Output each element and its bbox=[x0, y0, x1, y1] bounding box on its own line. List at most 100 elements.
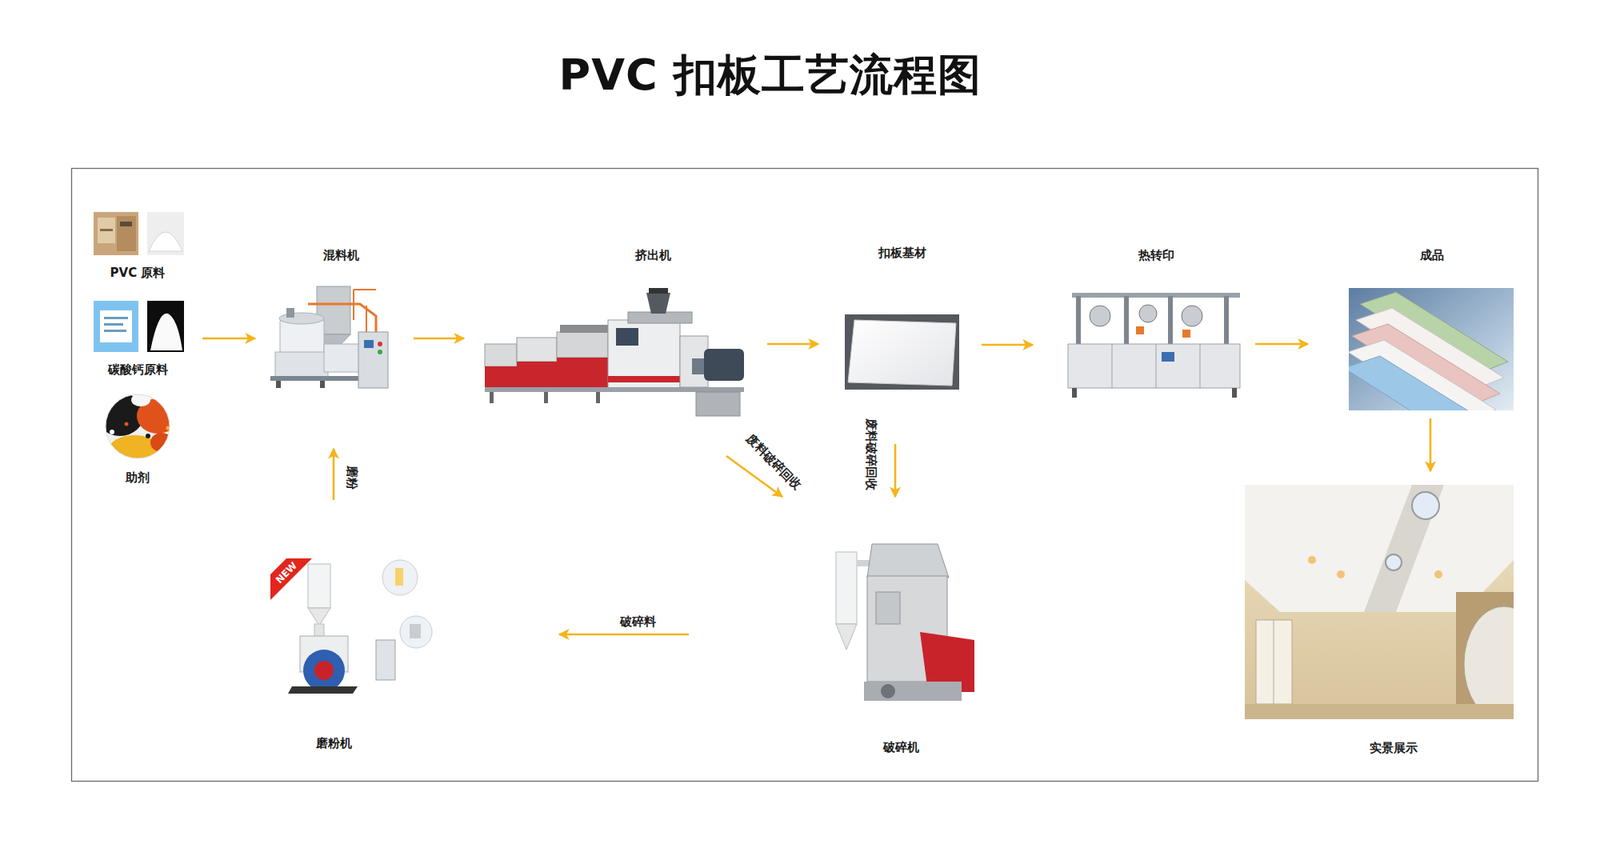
grinder-machine bbox=[395, 568, 404, 586]
pvc-material-photo bbox=[97, 217, 116, 244]
edge-label: 废料破碎回收 bbox=[742, 431, 804, 493]
machine-label: 破碎机 bbox=[883, 740, 920, 756]
mixer-machine bbox=[324, 344, 363, 372]
pvc-material-photo bbox=[93, 212, 184, 256]
extruder-line bbox=[484, 288, 744, 416]
extruder-line bbox=[484, 344, 517, 367]
extruder-line bbox=[516, 337, 557, 362]
heat-transfer-machine bbox=[1224, 296, 1229, 346]
calcium-carbonate-photo bbox=[93, 300, 139, 352]
machine-label: 实景展示 bbox=[1369, 740, 1418, 756]
heat-transfer-machine bbox=[1156, 344, 1157, 388]
extruder-line bbox=[646, 292, 671, 314]
crusher-machine bbox=[864, 681, 962, 701]
additive-granules-photo bbox=[131, 393, 151, 407]
flow-arrow bbox=[559, 633, 689, 636]
heat-transfer-machine bbox=[1136, 326, 1144, 335]
finished-panels-photo bbox=[1344, 288, 1514, 440]
machine-label: 磨粉机 bbox=[316, 736, 352, 752]
extruder-line bbox=[608, 320, 680, 388]
flow-arrow bbox=[413, 337, 464, 340]
heat-transfer-machine bbox=[1182, 329, 1191, 338]
additive-granules-photo bbox=[124, 422, 129, 427]
crusher-machine bbox=[867, 544, 949, 578]
machine-label: 助剂 bbox=[125, 470, 150, 486]
extruder-line bbox=[489, 392, 494, 404]
crusher-machine bbox=[836, 544, 975, 701]
crusher-machine bbox=[880, 684, 896, 699]
calcium-carbonate-photo bbox=[150, 313, 183, 351]
panel-base-photo bbox=[844, 314, 960, 390]
grinder-machine bbox=[270, 558, 432, 694]
extruder-line bbox=[608, 376, 680, 383]
calcium-carbonate-photo bbox=[104, 329, 127, 332]
flow-arrow bbox=[202, 337, 256, 340]
flow-arrow bbox=[1255, 343, 1308, 346]
installed-ceiling-photo bbox=[1244, 484, 1544, 722]
additive-granules-photo bbox=[145, 433, 151, 439]
grinder-machine bbox=[376, 640, 396, 680]
machine-node: 破碎机 bbox=[688, 496, 984, 764]
heat-transfer-machine bbox=[1089, 305, 1111, 327]
diagram-title: PVC 扣板工艺流程图 bbox=[559, 46, 983, 105]
machine-label: 挤出机 bbox=[635, 248, 672, 264]
grinder-machine bbox=[308, 564, 331, 608]
extruder-line bbox=[704, 348, 744, 381]
mixer-machine bbox=[279, 312, 324, 324]
installed-ceiling-photo bbox=[1434, 570, 1443, 579]
extruder-line bbox=[516, 361, 557, 388]
extruder-line bbox=[484, 366, 517, 388]
grinder-machine bbox=[314, 660, 334, 680]
edge-label: 破碎料 bbox=[620, 614, 656, 630]
machine-node: 扣板基材 bbox=[818, 240, 982, 444]
additive-granules-photo bbox=[105, 394, 170, 459]
installed-ceiling-photo bbox=[1412, 492, 1440, 520]
installed-ceiling-photo bbox=[1385, 554, 1402, 571]
machine-label: 热转印 bbox=[1138, 248, 1175, 264]
heat-transfer-machine bbox=[1200, 344, 1201, 388]
heat-transfer-machine bbox=[1124, 296, 1129, 346]
additive-granules-photo bbox=[96, 392, 179, 464]
calcium-carbonate-photo bbox=[104, 323, 124, 326]
pvc-material-photo bbox=[100, 228, 113, 232]
edge-label: 废料破碎回收 bbox=[863, 418, 879, 491]
machine-label: 扣板基材 bbox=[878, 245, 927, 261]
machine-label: 成品 bbox=[1420, 248, 1444, 264]
machine-node: 碳酸钙原料 bbox=[76, 294, 203, 383]
mixer-machine bbox=[270, 376, 363, 381]
machine-node: PVC 原料 bbox=[76, 206, 203, 284]
machine-node: 磨粉机 bbox=[240, 500, 560, 760]
finished-panels-photo bbox=[1348, 288, 1514, 411]
grinder-machine bbox=[288, 686, 358, 694]
pvc-material-photo bbox=[148, 232, 183, 252]
flow-arrow bbox=[332, 448, 336, 500]
grinder-machine bbox=[308, 608, 331, 626]
heat-transfer-machine bbox=[1139, 304, 1157, 323]
edge-label: 磨粉 bbox=[344, 465, 360, 490]
heat-transfer-machine bbox=[1072, 292, 1240, 298]
extruder-line bbox=[616, 328, 639, 346]
installed-ceiling-photo bbox=[1308, 556, 1316, 564]
installed-ceiling-photo bbox=[1244, 484, 1514, 720]
grinder-machine bbox=[382, 560, 418, 596]
heat-transfer-machine bbox=[1112, 344, 1113, 388]
extruder-line bbox=[596, 392, 600, 404]
heat-transfer-machine bbox=[1168, 296, 1173, 346]
panel-base-photo bbox=[848, 320, 956, 386]
grinder-machine bbox=[409, 624, 421, 639]
extruder-line bbox=[680, 336, 708, 388]
crusher-machine bbox=[876, 592, 900, 624]
extruder-line bbox=[648, 288, 668, 294]
pvc-material-photo bbox=[147, 212, 184, 256]
extruder-line bbox=[556, 332, 608, 358]
additive-granules-photo bbox=[109, 429, 115, 435]
heat-transfer-machine bbox=[1161, 352, 1175, 362]
extruder-line bbox=[544, 392, 548, 404]
extruder-line bbox=[560, 324, 608, 333]
mixer-machine bbox=[353, 288, 376, 291]
flow-arrow bbox=[767, 343, 819, 346]
mixer-machine bbox=[286, 308, 295, 318]
installed-ceiling-photo bbox=[1336, 570, 1345, 579]
mixer-machine bbox=[352, 289, 355, 320]
